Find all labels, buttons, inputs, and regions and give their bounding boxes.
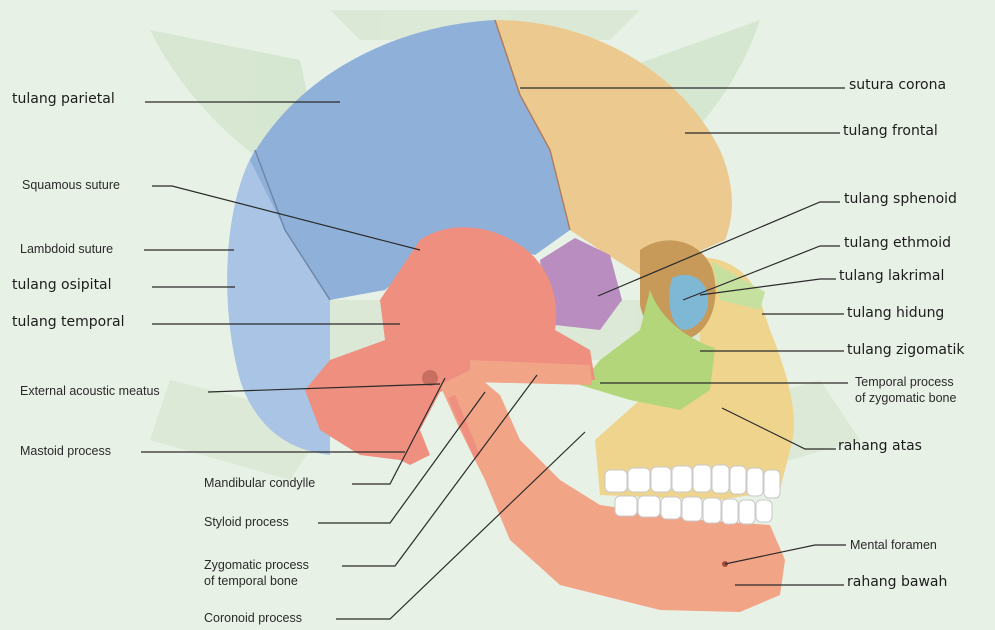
label-tulang-temporal: tulang temporal xyxy=(12,315,124,329)
label-zygomatic-process-temporal: Zygomatic process of temporal bone xyxy=(204,558,309,589)
label-tulang-sphenoid: tulang sphenoid xyxy=(844,192,957,206)
label-squamous-suture: Squamous suture xyxy=(22,179,120,192)
label-mental-foramen: Mental foramen xyxy=(850,539,937,552)
label-tulang-hidung: tulang hidung xyxy=(847,306,944,320)
label-tulang-frontal: tulang frontal xyxy=(843,124,938,138)
label-zygomatic-process-line1: Zygomatic process xyxy=(204,558,309,574)
label-tulang-osipital: tulang osipital xyxy=(12,278,112,292)
label-external-acoustic-meatus: External acoustic meatus xyxy=(20,385,160,398)
label-tulang-zigomatik: tulang zigomatik xyxy=(847,343,964,357)
label-rahang-bawah: rahang bawah xyxy=(847,575,947,589)
label-temporal-process-line1: Temporal process xyxy=(855,375,956,391)
label-rahang-atas: rahang atas xyxy=(838,439,922,453)
label-mastoid-process: Mastoid process xyxy=(20,445,111,458)
label-zygomatic-process-line2: of temporal bone xyxy=(204,574,309,590)
label-temporal-process-line2: of zygomatic bone xyxy=(855,391,956,407)
label-tulang-parietal: tulang parietal xyxy=(12,92,115,106)
label-lambdoid-suture: Lambdoid suture xyxy=(20,243,113,256)
label-coronoid-process: Coronoid process xyxy=(204,612,302,625)
label-sutura-corona: sutura corona xyxy=(849,78,946,92)
label-styloid-process: Styloid process xyxy=(204,516,289,529)
label-temporal-process-zygomatic: Temporal process of zygomatic bone xyxy=(855,375,956,406)
label-mandibular-condyle: Mandibular condylle xyxy=(204,477,315,490)
label-tulang-ethmoid: tulang ethmoid xyxy=(844,236,951,250)
label-tulang-lakrimal: tulang lakrimal xyxy=(839,269,944,283)
